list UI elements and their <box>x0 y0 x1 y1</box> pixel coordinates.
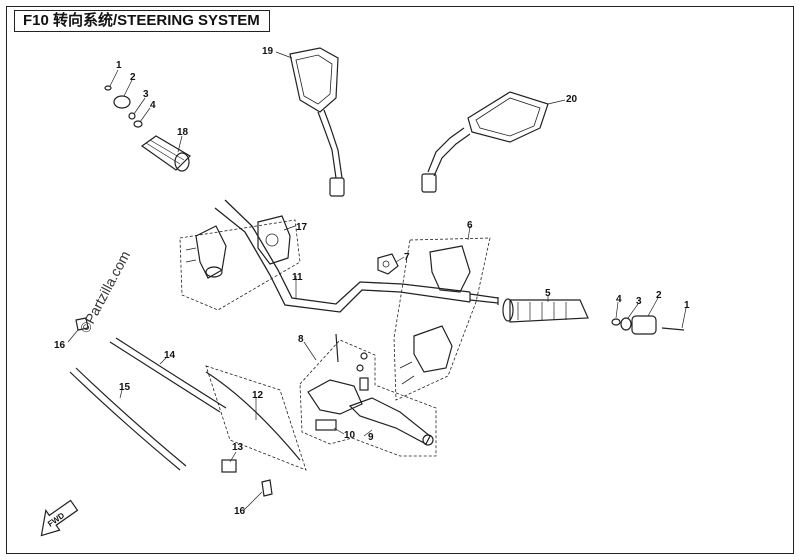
lever-assembly[interactable] <box>307 333 434 446</box>
callout-10: 10 <box>344 430 356 441</box>
left-switch-housing[interactable] <box>185 215 291 279</box>
callout-19: 19 <box>262 46 274 57</box>
callout-4-right: 4 <box>616 294 622 305</box>
callout-20: 20 <box>566 94 578 105</box>
callout-11: 11 <box>292 272 303 283</box>
cable-tie[interactable] <box>261 479 273 497</box>
mirror-right[interactable] <box>421 91 549 193</box>
left-grip[interactable] <box>140 135 191 172</box>
callout-3-right: 3 <box>636 296 642 307</box>
callout-7: 7 <box>404 252 410 263</box>
leader-lines <box>67 51 687 511</box>
callout-16-bottom: 16 <box>234 506 246 517</box>
callout-1-right: 1 <box>684 300 690 311</box>
right-grip[interactable] <box>502 298 589 323</box>
part-8-group-box <box>299 339 437 457</box>
part-6-group-box <box>393 237 491 401</box>
callout-2: 2 <box>130 72 136 83</box>
callout-12: 12 <box>252 390 264 401</box>
small-clip[interactable] <box>221 459 237 473</box>
part-12-group-box <box>205 365 307 471</box>
part-17-group-box <box>179 219 301 311</box>
watermark: ©Partzilla.com <box>77 248 134 335</box>
callout-3: 3 <box>143 89 149 100</box>
callout-6: 6 <box>467 220 473 231</box>
callout-15: 15 <box>119 382 131 393</box>
callout-9: 9 <box>368 432 374 443</box>
cable-tie-left[interactable] <box>75 317 89 331</box>
callout-14: 14 <box>164 350 176 361</box>
forward-arrow <box>40 499 79 537</box>
right-bar-end-parts[interactable] <box>611 315 685 335</box>
mirror-clamp[interactable] <box>377 253 399 275</box>
page-title: F10 转向系统/STEERING SYSTEM <box>14 10 270 32</box>
left-bar-end-parts[interactable] <box>104 85 143 128</box>
callout-16-left: 16 <box>54 340 66 351</box>
cables[interactable] <box>69 337 301 471</box>
callout-8: 8 <box>298 334 304 345</box>
diagram-frame <box>6 6 794 554</box>
callout-labels: 1 2 3 4 18 19 20 17 11 7 6 5 4 3 2 1 16 … <box>54 46 690 517</box>
callout-13: 13 <box>232 442 244 453</box>
callout-18: 18 <box>177 127 189 138</box>
callout-17: 17 <box>296 222 308 233</box>
handlebar[interactable] <box>214 199 499 313</box>
right-switch-housing[interactable] <box>399 245 471 385</box>
mirror-left[interactable] <box>289 47 345 197</box>
callout-1: 1 <box>116 60 122 71</box>
callout-4: 4 <box>150 100 156 111</box>
callout-5: 5 <box>545 288 551 299</box>
callout-2-right: 2 <box>656 290 662 301</box>
